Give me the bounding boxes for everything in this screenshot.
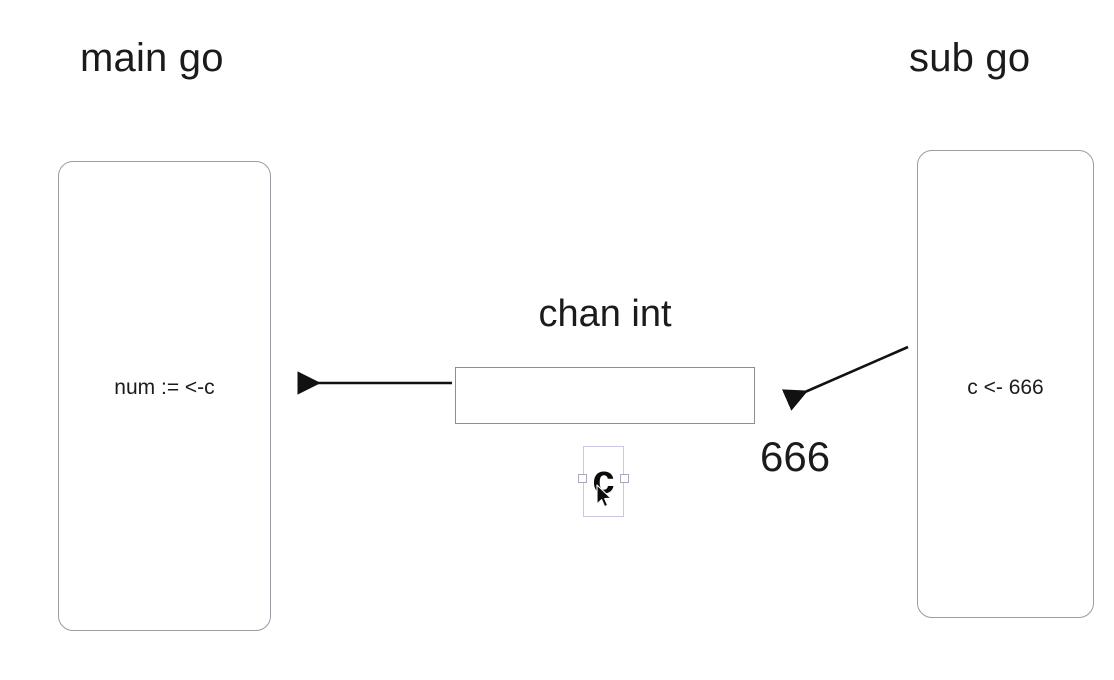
channel-label: chan int bbox=[538, 293, 672, 335]
sub-goroutine-statement: c <- 666 bbox=[967, 376, 1044, 399]
channel-value-label: 666 bbox=[760, 433, 831, 480]
sub-goroutine-box[interactable]: c <- 666 bbox=[917, 150, 1094, 618]
sub-goroutine-title: sub go bbox=[909, 36, 1031, 80]
main-goroutine-title: main go bbox=[80, 36, 224, 80]
main-goroutine-box[interactable]: num := <-c bbox=[58, 161, 271, 631]
resize-handle-right[interactable] bbox=[620, 474, 629, 483]
mouse-pointer-icon bbox=[596, 484, 612, 508]
channel-buffer-rect[interactable] bbox=[455, 367, 755, 424]
main-goroutine-statement: num := <-c bbox=[114, 376, 215, 399]
resize-handle-left[interactable] bbox=[578, 474, 587, 483]
send-arrow bbox=[781, 345, 909, 411]
